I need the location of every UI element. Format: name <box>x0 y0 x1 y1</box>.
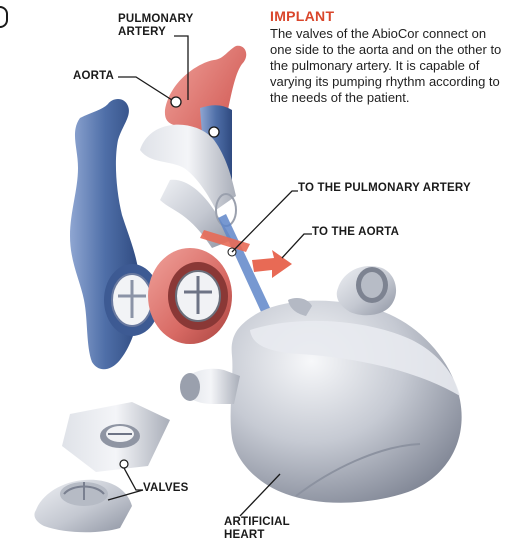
leader-aorta <box>118 77 172 100</box>
valve-parts <box>34 402 170 532</box>
label-aorta: AORTA <box>73 70 114 83</box>
leader-to-pulmonary-artery <box>232 191 298 252</box>
label-to-pulmonary-artery: TO THE PULMONARY ARTERY <box>298 182 471 195</box>
label-to-aorta: TO THE AORTA <box>312 226 399 239</box>
leader-valves-top <box>124 468 143 490</box>
leader-artificial-heart <box>240 474 280 516</box>
leader-to-aorta <box>282 234 312 258</box>
aortic-arch <box>140 46 246 248</box>
aorta-cuff <box>148 248 232 344</box>
label-valves: VALVES <box>143 482 189 495</box>
implant-info-box: IMPLANT The valves of the AbioCor connec… <box>270 8 510 106</box>
implant-description: The valves of the AbioCor connect on one… <box>270 26 510 106</box>
implant-title: IMPLANT <box>270 8 510 24</box>
label-pulmonary-artery: PULMONARY ARTERY <box>118 13 228 39</box>
label-artificial-heart: ARTIFICIAL HEART <box>224 516 314 542</box>
